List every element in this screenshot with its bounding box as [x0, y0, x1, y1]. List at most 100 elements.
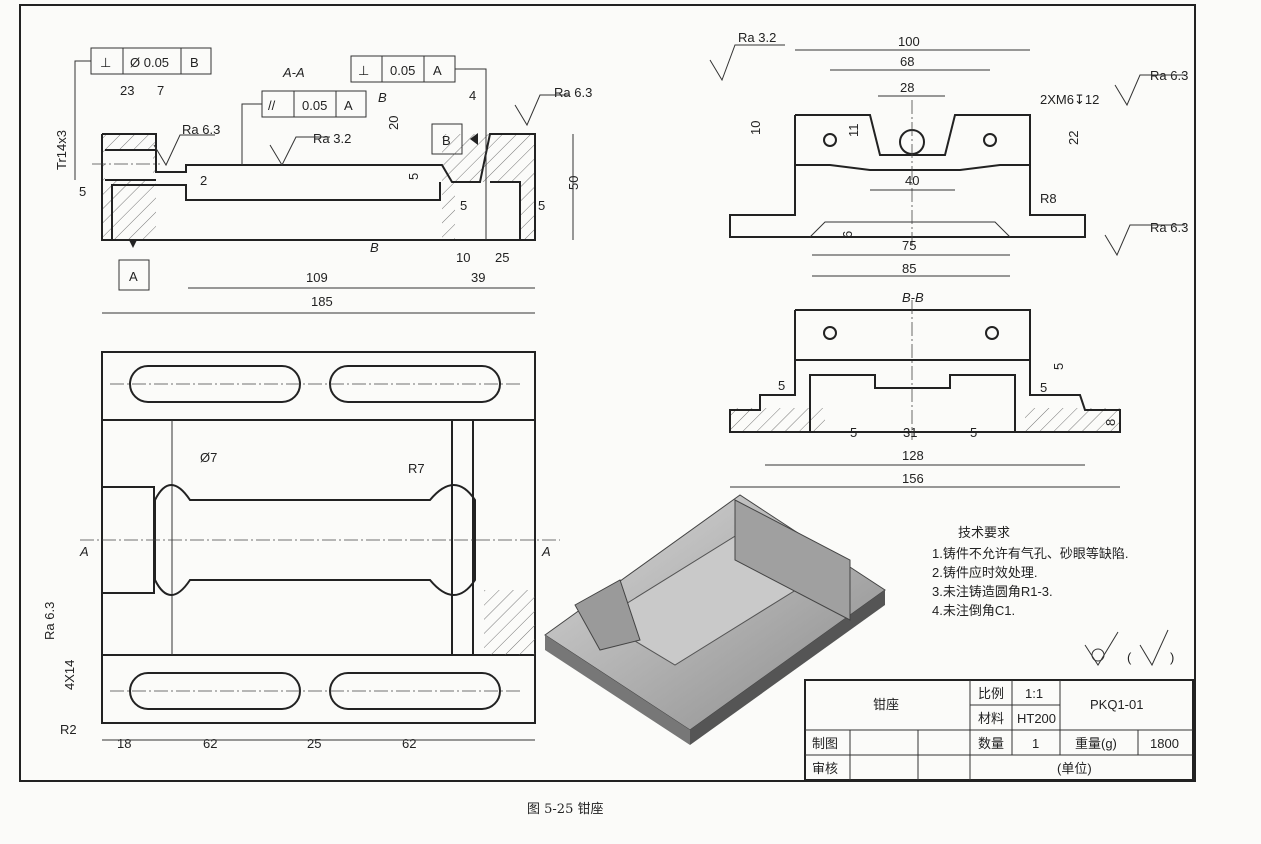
- drawing-label: Ra 6.3: [1150, 220, 1188, 235]
- figure-caption: 图 5-25 钳座: [527, 802, 604, 817]
- section-aa-dimensions: 23 7 5 2 20 5 4 50 5 5 10 25 109 39 185 …: [54, 83, 592, 309]
- drawing-label: //: [268, 98, 276, 113]
- drawing-label: 重量(g): [1075, 736, 1117, 751]
- drawing-label: 109: [306, 270, 328, 285]
- drawing-label: 材料: [978, 711, 1004, 726]
- drawing-label: 20: [386, 116, 401, 130]
- drawing-label: 128: [902, 448, 924, 463]
- drawing-label: Ra 6.3: [554, 85, 592, 100]
- drawing-label: 5: [460, 198, 467, 213]
- plan-view: A A Ø7 R7 4X14 R2 18 62 25 62 Ra 6.3: [42, 351, 560, 751]
- drawing-label: 23: [120, 83, 134, 98]
- drawing-label: A: [541, 544, 551, 559]
- drawing-label: R8: [1040, 191, 1057, 206]
- drawing-label: Tr14x3: [54, 130, 69, 170]
- drawing-label: 2.铸件应时效处理.: [932, 565, 1037, 580]
- drawing-label: ⊥: [100, 55, 111, 70]
- drawing-label: 39: [471, 270, 485, 285]
- drawing-label: 1: [1032, 736, 1039, 751]
- datum-a-box: [118, 259, 150, 291]
- drawing-label: B: [190, 55, 199, 70]
- drawing-label: 技术要求: [958, 525, 1010, 540]
- drawing-label: B: [370, 240, 379, 255]
- drawing-label: 2: [200, 173, 207, 188]
- fcf-parallel-a: // 0.05 A: [241, 90, 367, 165]
- drawing-label: Ø7: [200, 450, 217, 465]
- drawing-label: 11: [846, 124, 861, 138]
- drawing-label: 8: [1103, 419, 1118, 426]
- drawing-label: 0.05: [302, 98, 327, 113]
- drawing-frame: [19, 4, 1196, 782]
- drawing-label: 5: [778, 378, 785, 393]
- drawing-label: 2XM6↧12: [1040, 92, 1099, 107]
- fcf-perpendicular-a: ⊥ 0.05 A: [350, 55, 487, 240]
- drawing-label: 62: [402, 736, 416, 751]
- drawing-label: 3.未注铸造圆角R1-3.: [932, 584, 1053, 599]
- drawing-label: 制图: [812, 736, 838, 751]
- drawing-label: A: [129, 269, 138, 284]
- drawing-label: 31: [903, 425, 917, 440]
- drawing-label: 5: [79, 184, 86, 199]
- drawing-label: 10: [748, 121, 763, 135]
- fcf-perpendicular-b: ⊥ Ø 0.05 B: [74, 47, 212, 180]
- drawing-number: PKQ1-01: [1090, 697, 1143, 712]
- drawing-label: 5: [538, 198, 545, 213]
- drawing-label: 5: [1040, 380, 1047, 395]
- svg-text:): ): [1170, 650, 1174, 665]
- drawing-label: B: [442, 133, 451, 148]
- drawing-label: 1:1: [1025, 686, 1043, 701]
- drawing-label: A: [344, 98, 353, 113]
- section-bb-view: B-B 5 5 5 31 5 128 156 5 8: [729, 290, 1121, 488]
- drawing-label: ⊥: [358, 63, 369, 78]
- drawing-label: 4: [469, 88, 476, 103]
- side-view: 100 68 28 10 11 22 40 75 85 6 2XM6↧12 R8…: [709, 30, 1188, 277]
- drawing-label: 5: [850, 425, 857, 440]
- drawing-label: Ø 0.05: [130, 55, 169, 70]
- title-block: 钳座 比例 1:1 材料 HT200 PKQ1-01 制图 审核 数量 1 重量…: [804, 679, 1194, 781]
- drawing-label: Ra 3.2: [313, 131, 351, 146]
- drawing-label: 100: [898, 34, 920, 49]
- drawing-label: 1800: [1150, 736, 1179, 751]
- drawing-label: B-B: [902, 290, 924, 305]
- drawing-label: A: [79, 544, 89, 559]
- drawing-label: 18: [117, 736, 131, 751]
- general-roughness-symbol: ( ): [1084, 629, 1174, 667]
- drawing-label: 10: [456, 250, 470, 265]
- thread-hole: [105, 150, 153, 180]
- drawing-label: 75: [902, 238, 916, 253]
- drawing-label: Ra 6.3: [42, 602, 57, 640]
- isometric-render: [544, 494, 886, 745]
- drawing-label: A: [433, 63, 442, 78]
- drawing-label: 7: [157, 83, 164, 98]
- datum-b-box: [431, 123, 463, 155]
- drawing-label: 25: [307, 736, 321, 751]
- drawing-label: 审核: [812, 761, 838, 776]
- part-name: 钳座: [873, 697, 899, 712]
- section-aa-view: A-A ⊥ Ø 0.05 B // 0.05 A ⊥ 0.05 A: [54, 47, 592, 314]
- drawing-label: 156: [902, 471, 924, 486]
- drawing-label: 185: [311, 294, 333, 309]
- center-channel: [154, 484, 476, 596]
- drawing-label: 6: [840, 231, 855, 238]
- drawing-label: 5: [970, 425, 977, 440]
- drawing-label: 5: [406, 173, 421, 180]
- drawing-label: 40: [905, 173, 919, 188]
- drawing-label: HT200: [1017, 711, 1056, 726]
- drawing-label: 5: [1051, 363, 1066, 370]
- drawing-label: 0.05: [390, 63, 415, 78]
- drawing-label: 22: [1066, 131, 1081, 145]
- drawing-label: R2: [60, 722, 77, 737]
- drawing-label: 4.未注倒角C1.: [932, 603, 1015, 618]
- drawing-label: 62: [203, 736, 217, 751]
- section-outline: [101, 133, 536, 241]
- drawing-label: 1.铸件不允许有气孔、砂眼等缺陷.: [932, 546, 1128, 561]
- drawing-label: 数量: [978, 736, 1004, 751]
- section-aa-title: A-A: [282, 65, 305, 80]
- svg-text:(: (: [1127, 650, 1132, 665]
- drawing-label: 68: [900, 54, 914, 69]
- drawing-label: 比例: [978, 686, 1004, 701]
- drawing-label: 25: [495, 250, 509, 265]
- drawing-label: (单位): [1057, 761, 1092, 776]
- drawing-label: R7: [408, 461, 425, 476]
